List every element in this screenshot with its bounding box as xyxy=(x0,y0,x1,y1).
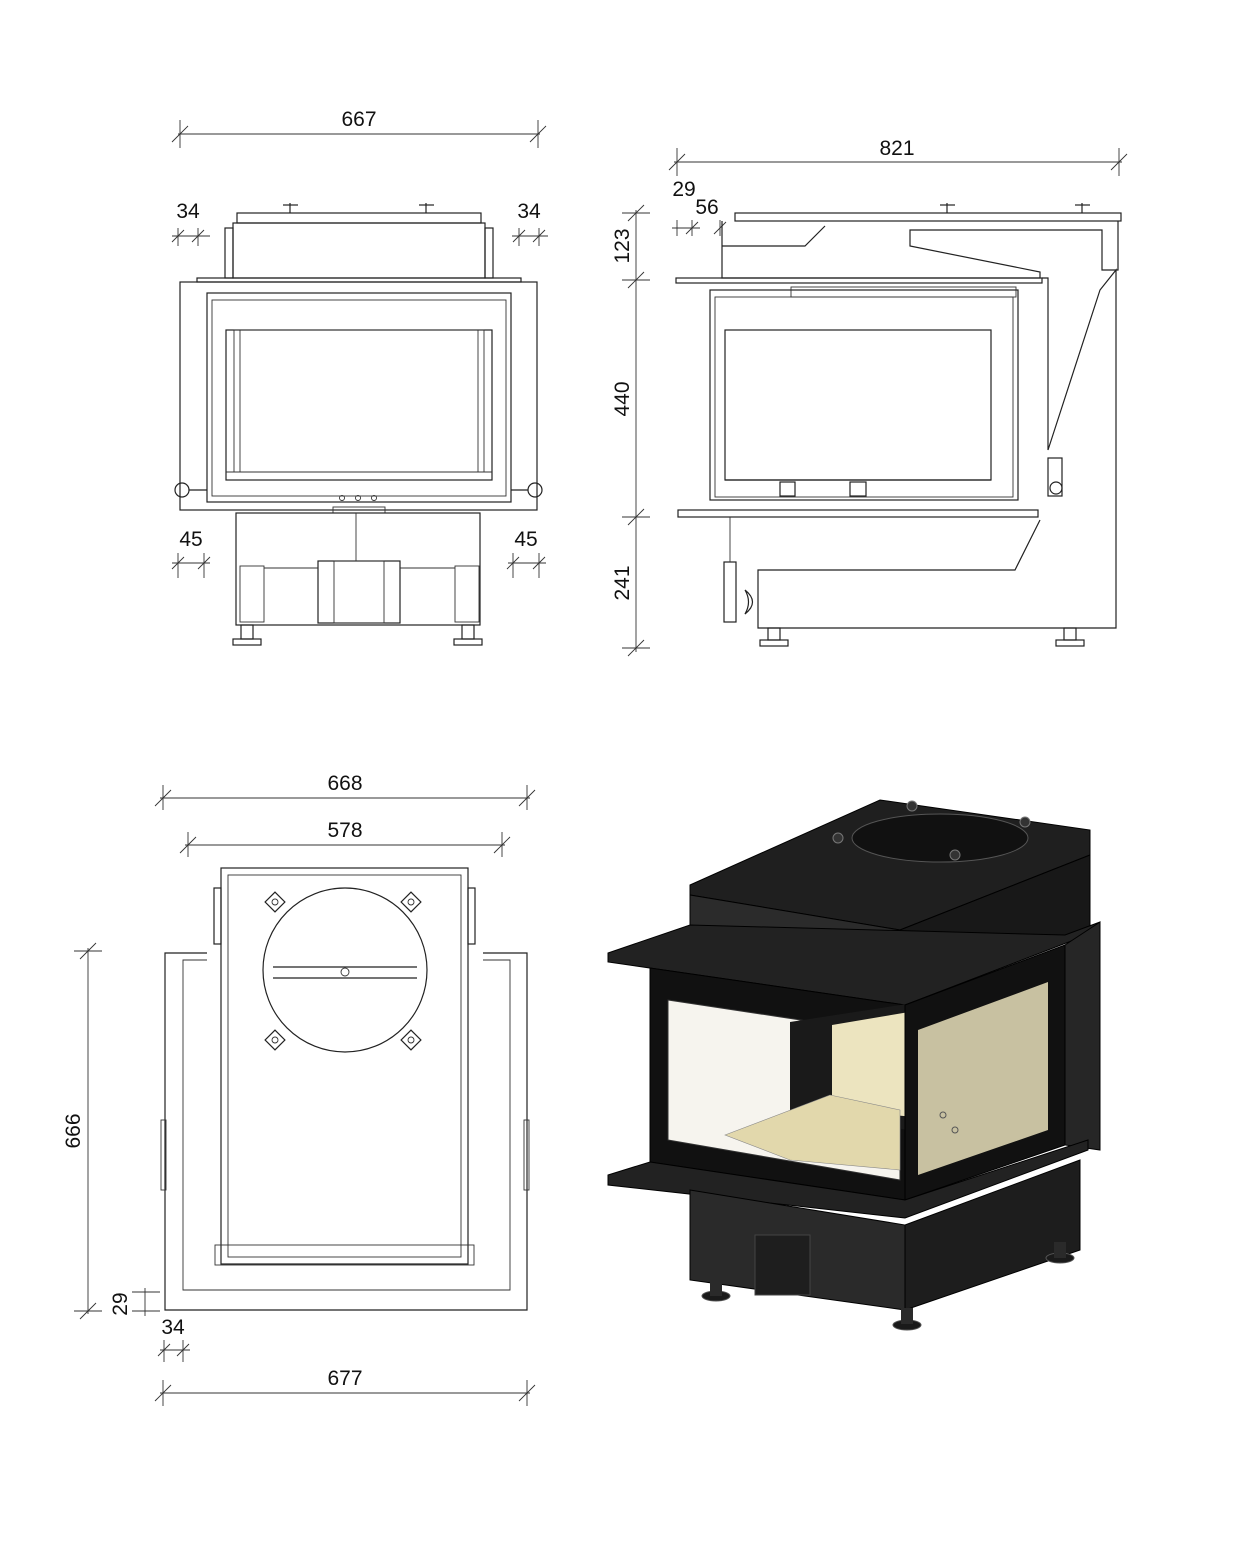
plan-inner-width-top-label: 578 xyxy=(327,819,362,842)
front-flange xyxy=(196,277,522,283)
front-top-left-offset-label: 34 xyxy=(176,200,200,223)
plan-outer-width-top-dimension: 668 xyxy=(154,772,536,810)
front-body xyxy=(174,281,543,514)
side-offset-a-label: 29 xyxy=(672,178,695,201)
plan-outer-width-bottom-dimension: 677 xyxy=(154,1367,536,1406)
front-base xyxy=(232,512,483,646)
plan-body xyxy=(160,867,530,1311)
front-overall-width-label: 667 xyxy=(341,108,376,131)
plan-view: 668 578 666 29 xyxy=(62,772,536,1406)
side-view: 821 29 56 123 440 241 xyxy=(611,137,1128,657)
front-view: 667 34 34 xyxy=(171,108,548,646)
plan-outer-width-top-label: 668 xyxy=(327,772,362,795)
plan-corner-width-dimension: 34 xyxy=(157,1316,190,1362)
plan-outer-width-bottom-label: 677 xyxy=(327,1367,362,1390)
side-offset-b-dimension: 56 xyxy=(685,196,727,236)
front-top-right-offset-dimension: 34 xyxy=(512,200,548,246)
front-bottom-right-offset-label: 45 xyxy=(514,528,537,551)
side-height-dimensions: 123 440 241 xyxy=(611,204,650,657)
side-base-height-label: 241 xyxy=(611,565,634,600)
side-top-height-label: 123 xyxy=(611,228,634,263)
plan-corner-width-label: 34 xyxy=(161,1316,185,1339)
fireplace-insert-render xyxy=(607,799,1101,1331)
plan-depth-label: 666 xyxy=(62,1113,85,1148)
plan-inner-width-top-dimension: 578 xyxy=(179,819,511,857)
side-body xyxy=(677,268,1117,647)
side-offset-b-label: 56 xyxy=(695,196,718,219)
side-top-section xyxy=(675,203,1122,284)
front-top-left-offset-dimension: 34 xyxy=(171,200,210,246)
side-offset-a-dimension: 29 xyxy=(672,178,700,236)
front-top-collar xyxy=(224,203,494,279)
front-top-right-offset-label: 34 xyxy=(517,200,541,223)
side-overall-depth-dimension: 821 xyxy=(668,137,1128,176)
front-bottom-left-offset-dimension: 45 xyxy=(171,528,211,578)
plan-corner-height-dimension: 29 xyxy=(109,1288,160,1316)
front-bottom-left-offset-label: 45 xyxy=(179,528,202,551)
plan-depth-dimension: 666 xyxy=(62,942,102,1320)
plan-corner-height-label: 29 xyxy=(109,1292,132,1315)
side-door-height-label: 440 xyxy=(611,381,634,416)
side-overall-depth-label: 821 xyxy=(879,137,914,160)
front-bottom-right-offset-dimension: 45 xyxy=(506,528,546,578)
front-overall-width-dimension: 667 xyxy=(171,108,547,148)
